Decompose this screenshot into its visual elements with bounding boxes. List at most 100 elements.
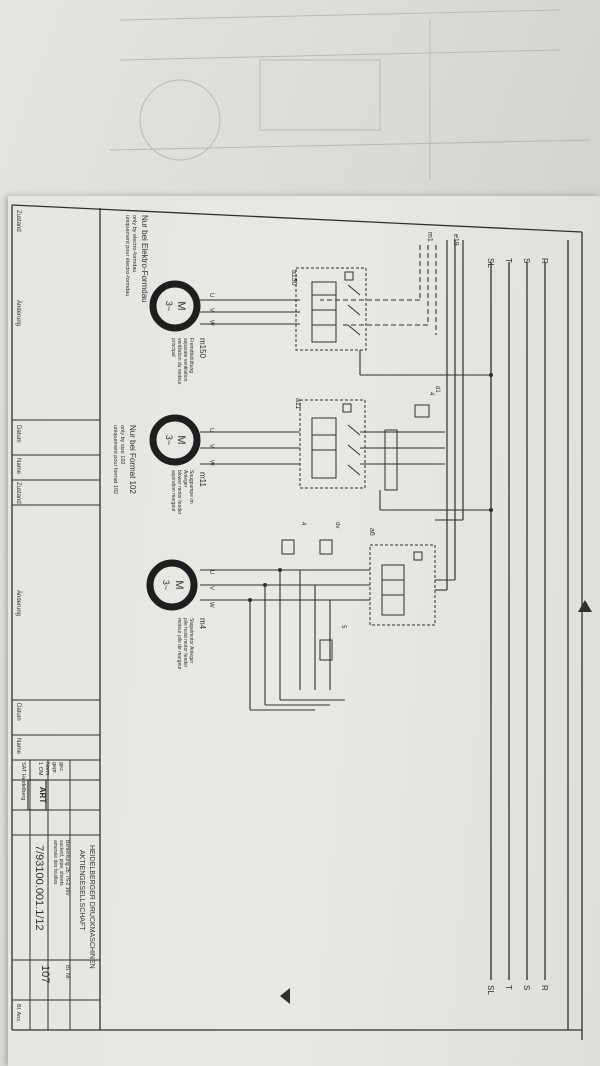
supply-bus [490, 262, 546, 980]
contactor-d2-value: 4 [300, 522, 306, 526]
contactor-a150-label: a150 [290, 270, 297, 286]
motor-m4-terminal-w: W [208, 602, 214, 608]
note-elektro-formdau: Nur bei Elektro-Formdau only by electro-… [124, 215, 149, 303]
contactor-a6-label: a6 [368, 528, 375, 536]
junction-dot [489, 373, 493, 377]
title-block-zustand-2: Zustand [15, 482, 21, 504]
motor-m4-desc-3: moteur pile de margeur [176, 618, 182, 670]
sheet-number: 107 [39, 965, 51, 983]
motor-m11-desc-2: Anleger [182, 470, 188, 488]
company-logo-box [27, 779, 47, 811]
wires-a11-to-m11 [200, 431, 491, 511]
motor-m150-desc-2: separate ventilation [182, 338, 188, 382]
secondary-bus [446, 240, 464, 590]
motor-m11-label: m11 [198, 472, 207, 488]
title-block-name-2: Name [15, 738, 21, 755]
motor-m150-symbol: M [175, 301, 187, 310]
supply-label-sl: SL [486, 258, 495, 268]
title-block-name: Name [15, 458, 21, 475]
terminal-ref-m1: m1 [426, 232, 433, 242]
motor-m4-symbol: M [173, 580, 185, 589]
note-format102-line-2: uniquement pour format 102 [112, 425, 118, 494]
motor-m4-terminal-u: U [208, 570, 214, 574]
title-block-zone: 1 OM [37, 762, 43, 776]
supply-label-t: T [504, 258, 513, 263]
title-block-datum-2: Datum [15, 703, 21, 721]
contactor-a150: a150 [290, 267, 367, 351]
schematic-sheet [8, 196, 600, 1066]
note-format102-line-1: only by size 102 [119, 425, 125, 464]
dashed-feed [320, 245, 437, 335]
motor-m4-label: m4 [198, 618, 207, 630]
motor-m11-desc-1: Saugpumpe im [188, 470, 194, 504]
motor-m11-desc-3: blower motor feeder [176, 470, 182, 515]
motor-m11-terminal-v: V [208, 444, 214, 448]
supply-label-r-bottom: R [540, 985, 549, 991]
motor-m4-desc-2: pile hoist motor feeder [182, 618, 188, 668]
motor-m150-terminal-w: W [208, 320, 214, 326]
junction-dot [489, 508, 493, 512]
motor-m4-phase: 3~ [161, 580, 171, 590]
sheet-frame [11, 204, 583, 1040]
supply-label-s-bottom: S [522, 985, 531, 990]
title-block-sales: SAT Heidelberg [20, 762, 26, 800]
motor-m150-desc-1: Fremdbelüftung [188, 338, 194, 373]
contactor-a11: a11 d1 4 [294, 386, 440, 491]
note-format102: Nur bei Format 102 only by size 102 uniq… [112, 425, 137, 494]
motor-m150-desc-4: principal [170, 338, 176, 357]
title-block-text: Zustand Änderung Datum Name Zustand Ände… [15, 210, 95, 1023]
motor-m150-label: m150 [198, 338, 207, 359]
supply-label-r: R [540, 258, 549, 264]
company-name-line-2: AKTIENGESELLSCHAFT [78, 850, 85, 931]
contactor-a6: a6 4 dv 5 [281, 522, 436, 661]
note-elektro-formdau-title: Nur bei Elektro-Formdau [140, 215, 149, 303]
wires-a6-to-m4 [200, 519, 463, 711]
title-block-bl-nr: Bl. Nr. [64, 965, 70, 980]
contactor-d3-value: 5 [340, 625, 346, 629]
title-block-aenderung-2: Änderung [15, 590, 22, 616]
motor-m11-terminal-u: U [208, 428, 214, 432]
motor-m11-symbol: M [175, 435, 187, 444]
note-format102-title: Nur bei Format 102 [128, 425, 137, 494]
company-logo: ART [38, 787, 47, 804]
motor-m4-desc-1: Stapelmotor Anleger [188, 618, 194, 664]
contactor-a11-label: a11 [294, 398, 301, 409]
supply-label-t-bottom: T [504, 985, 513, 990]
description-line-3: amenée des feuilles [52, 840, 58, 885]
description-line-2: sucked, pipe, sheets [58, 840, 64, 886]
motor-m11-phase: 3~ [164, 435, 174, 445]
motor-m4-terminal-v: V [208, 586, 214, 590]
wires-a150-to-m150 [200, 299, 491, 376]
junction-dots-a6 [248, 568, 282, 602]
title-block-datum: Datum [15, 425, 21, 443]
motor-m150-phase: 3~ [164, 301, 174, 311]
background-sheet-lines [109, 9, 591, 180]
supply-label-sl-bottom: SL [486, 985, 495, 995]
title-block-grid [12, 419, 100, 1030]
title-block-gepr: gepr. [51, 762, 57, 775]
supply-label-s: S [522, 258, 531, 263]
motor-m11-terminal-w: W [208, 460, 214, 466]
motor-m11-desc-4: aspiration margeur [170, 470, 176, 512]
description-line-1: Bemerkung 2b, 76-2 16V [64, 840, 70, 896]
contactor-dv-label: dv [334, 522, 340, 528]
drawing-number: 7/93100.001.1/12 [33, 845, 45, 931]
supply-labels-top: R S T SL [486, 258, 549, 268]
company-name-line-1: HEIDELBERGER DRUCKMASCHINEN [88, 845, 95, 969]
section-markers [280, 600, 592, 1004]
terminal-ref-e19: e19 [452, 234, 459, 246]
title-block-bl-anz: Bl. Anz. [15, 1004, 21, 1023]
motor-m150-terminal-u: U [208, 293, 214, 297]
title-block-gez: gez. [58, 762, 64, 773]
contactor-d1-value: 4 [428, 392, 434, 396]
note-elektro-formdau-line-2: uniquement pour électro-formdau [124, 215, 130, 296]
title-block-norm: Norm [44, 762, 50, 776]
motor-m150-desc-3: ventilation du moteur [176, 338, 182, 385]
supply-labels-bottom: R S T SL [486, 985, 549, 995]
title-block-zustand: Zustand [15, 210, 21, 232]
motor-m150-terminal-v: V [208, 308, 214, 312]
title-block-aenderung: Änderung [15, 300, 22, 326]
motor-m4: M 3~ U V W m4 Stapelmotor Anleger pile h… [146, 559, 214, 670]
motor-m150: M 3~ U V W m150 Fremdbelüftung separate … [149, 280, 214, 385]
